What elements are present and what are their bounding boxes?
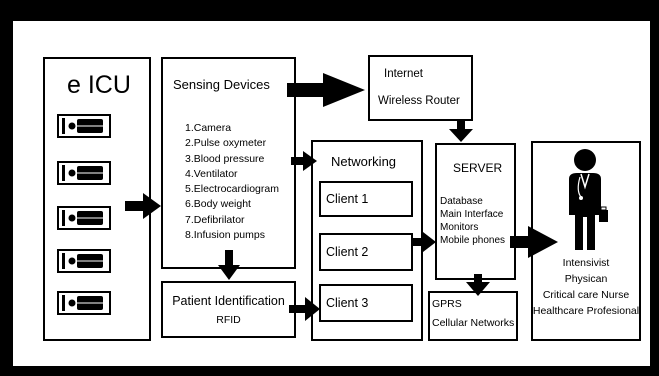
patient-identification-title: Patient Identification xyxy=(172,294,285,308)
list-item: 2.Pulse oxymeter xyxy=(185,137,267,150)
patient-identification-rfid: RFID xyxy=(216,314,241,326)
sensing-devices-list: 1.Camera 2.Pulse oxymeter 3.Blood pressu… xyxy=(185,121,279,243)
patient-bed-icon xyxy=(57,291,111,320)
arrow-patient-id-to-client-3 xyxy=(289,297,320,321)
networking-title: Networking xyxy=(331,154,397,169)
eicu-title: e ICU xyxy=(67,71,131,99)
wireless-router-label: Wireless Router xyxy=(378,95,460,107)
list-item: 5.Electrocardiogram xyxy=(185,183,279,196)
client-2-label: Client 2 xyxy=(326,245,369,259)
server-list: Database Main Interface Monitors Mobile … xyxy=(440,195,505,247)
doctor-icon xyxy=(563,147,609,256)
list-item: Main Interface xyxy=(440,209,504,220)
gprs-box xyxy=(428,291,518,341)
client-3-label: Client 3 xyxy=(326,296,369,310)
cellular-networks-label: Cellular Networks xyxy=(432,317,515,329)
arrow-sensing-to-internet xyxy=(287,73,365,107)
list-item: Mobile phones xyxy=(440,235,506,246)
patient-bed-icon xyxy=(57,249,111,278)
patient-bed-icon xyxy=(57,161,111,190)
patient-bed-icon xyxy=(57,206,111,235)
list-item: 6.Body weight xyxy=(185,198,251,211)
patient-bed-icon xyxy=(57,114,111,143)
list-item: Database xyxy=(440,196,483,207)
arrow-server-to-staff xyxy=(510,226,558,258)
arrow-client-2-to-server xyxy=(411,232,436,252)
list-item: Monitors xyxy=(440,222,479,233)
arrow-internet-to-server xyxy=(449,120,473,142)
gprs-label: GPRS xyxy=(432,298,462,310)
client-1-label: Client 1 xyxy=(326,192,369,206)
role-critical-care-nurse: Critical care Nurse xyxy=(542,289,630,301)
list-item: 3.Blood pressure xyxy=(185,152,265,165)
list-item: 1.Camera xyxy=(185,122,232,134)
client-2-box xyxy=(319,233,413,271)
patient-identification-box xyxy=(161,281,296,338)
client-3-box xyxy=(319,284,413,322)
arrow-eicu-to-sensing xyxy=(125,193,161,219)
role-physician: Physican xyxy=(564,273,608,285)
list-item: 4.Ventilator xyxy=(185,167,238,180)
arrow-server-to-gprs xyxy=(466,274,490,296)
arrow-sensing-to-patient-id xyxy=(218,250,240,280)
list-item: 7.Defibrilator xyxy=(185,213,245,226)
connector-arrows xyxy=(125,73,558,321)
list-item: 8.Infusion pumps xyxy=(185,229,265,242)
role-healthcare-professional: Healthcare Profesional xyxy=(532,305,640,317)
internet-label: Internet xyxy=(384,68,423,80)
arrow-sensing-to-networking xyxy=(291,151,317,171)
sensing-devices-title: Sensing Devices xyxy=(173,77,270,92)
internet-router-box xyxy=(368,55,473,121)
diagram-canvas: e ICU Sensing Devices 1.Camera 2.Pulse o… xyxy=(13,21,650,366)
server-title: SERVER xyxy=(453,161,503,175)
client-1-box xyxy=(319,181,413,217)
role-intensivist: Intensivist xyxy=(562,257,610,269)
server-box xyxy=(435,143,516,280)
